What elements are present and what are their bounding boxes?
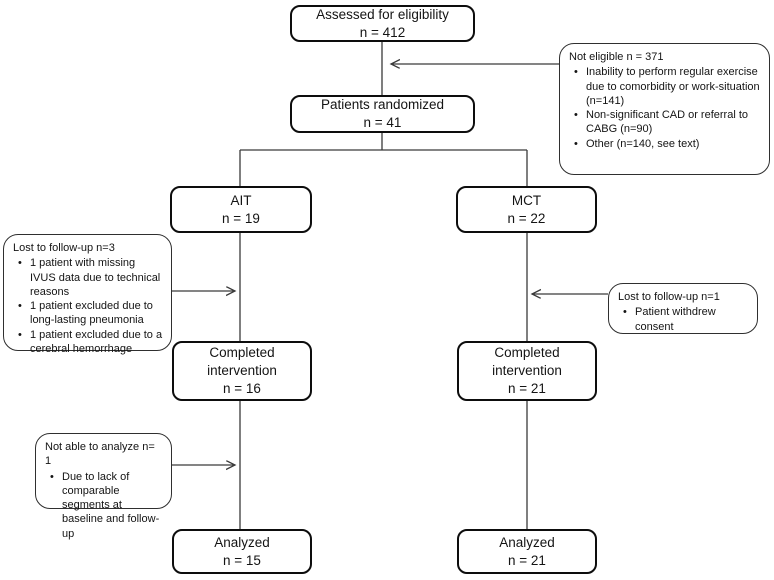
randomized-count: n = 41 bbox=[363, 115, 402, 130]
completed-ait-label: Completed intervention bbox=[207, 345, 277, 379]
not-analyzed-note: Not able to analyze n= 1 Due to lack of … bbox=[35, 433, 172, 540]
mct-label: MCT bbox=[511, 192, 542, 208]
lost-ait-bullet-list: 1 patient with missing IVUS data due to … bbox=[13, 256, 163, 356]
assessed-box: Assessed for eligibility n = 412 bbox=[290, 5, 475, 42]
lost-mct-bullet-list: Patient withdrew consent bbox=[618, 305, 749, 334]
analyzed-mct-count: n = 21 bbox=[508, 552, 546, 568]
note-bullet: Inability to perform regular exercise du… bbox=[569, 65, 761, 108]
completed-mct-label: Completed intervention bbox=[492, 345, 562, 379]
completed-ait-box: Completed intervention n = 16 bbox=[172, 341, 312, 401]
note-bullet: Due to lack of comparable segments at ba… bbox=[45, 470, 163, 541]
ait-label: AIT bbox=[230, 192, 252, 208]
completed-ait-count: n = 16 bbox=[223, 380, 261, 396]
note-bullet: Patient withdrew consent bbox=[618, 305, 749, 334]
not-analyzed-bullet-list: Due to lack of comparable segments at ba… bbox=[45, 470, 163, 541]
note-bullet: 1 patient excluded due to a cerebral hem… bbox=[13, 328, 163, 357]
analyzed-ait-label: Analyzed bbox=[214, 534, 270, 550]
lost-mct-title: Lost to follow-up n=1 bbox=[618, 291, 720, 303]
completed-mct-box: Completed intervention n = 21 bbox=[457, 341, 597, 401]
analyzed-mct-box: Analyzed n = 21 bbox=[457, 529, 597, 574]
note-bullet: 1 patient excluded due to long-lasting p… bbox=[13, 299, 163, 328]
note-bullet: 1 patient with missing IVUS data due to … bbox=[13, 256, 163, 299]
lost-ait-title: Lost to follow-up n=3 bbox=[13, 242, 115, 254]
lost-mct-note: Lost to follow-up n=1 Patient withdrew c… bbox=[608, 283, 758, 334]
randomized-box: Patients randomized n = 41 bbox=[290, 95, 475, 133]
analyzed-ait-count: n = 15 bbox=[223, 552, 261, 568]
assessed-label: Assessed for eligibility bbox=[316, 6, 449, 22]
mct-box: MCT n = 22 bbox=[456, 186, 597, 233]
not-eligible-bullet-list: Inability to perform regular exercise du… bbox=[569, 65, 761, 151]
completed-mct-count: n = 21 bbox=[508, 380, 546, 396]
assessed-count: n = 412 bbox=[359, 24, 406, 40]
not-eligible-title: Not eligible n = 371 bbox=[569, 51, 664, 63]
not-eligible-note: Not eligible n = 371 Inability to perfor… bbox=[559, 43, 770, 175]
note-bullet: Other (n=140, see text) bbox=[569, 137, 761, 152]
ait-box: AIT n = 19 bbox=[170, 186, 312, 233]
analyzed-mct-label: Analyzed bbox=[499, 534, 555, 550]
not-analyzed-title: Not able to analyze n= 1 bbox=[45, 441, 155, 468]
note-bullet: Non-significant CAD or referral to CABG … bbox=[569, 108, 761, 137]
mct-count: n = 22 bbox=[507, 210, 546, 226]
randomized-label: Patients randomized bbox=[320, 97, 445, 113]
analyzed-ait-box: Analyzed n = 15 bbox=[172, 529, 312, 574]
lost-ait-note: Lost to follow-up n=3 1 patient with mis… bbox=[3, 234, 172, 355]
ait-count: n = 19 bbox=[222, 210, 260, 226]
